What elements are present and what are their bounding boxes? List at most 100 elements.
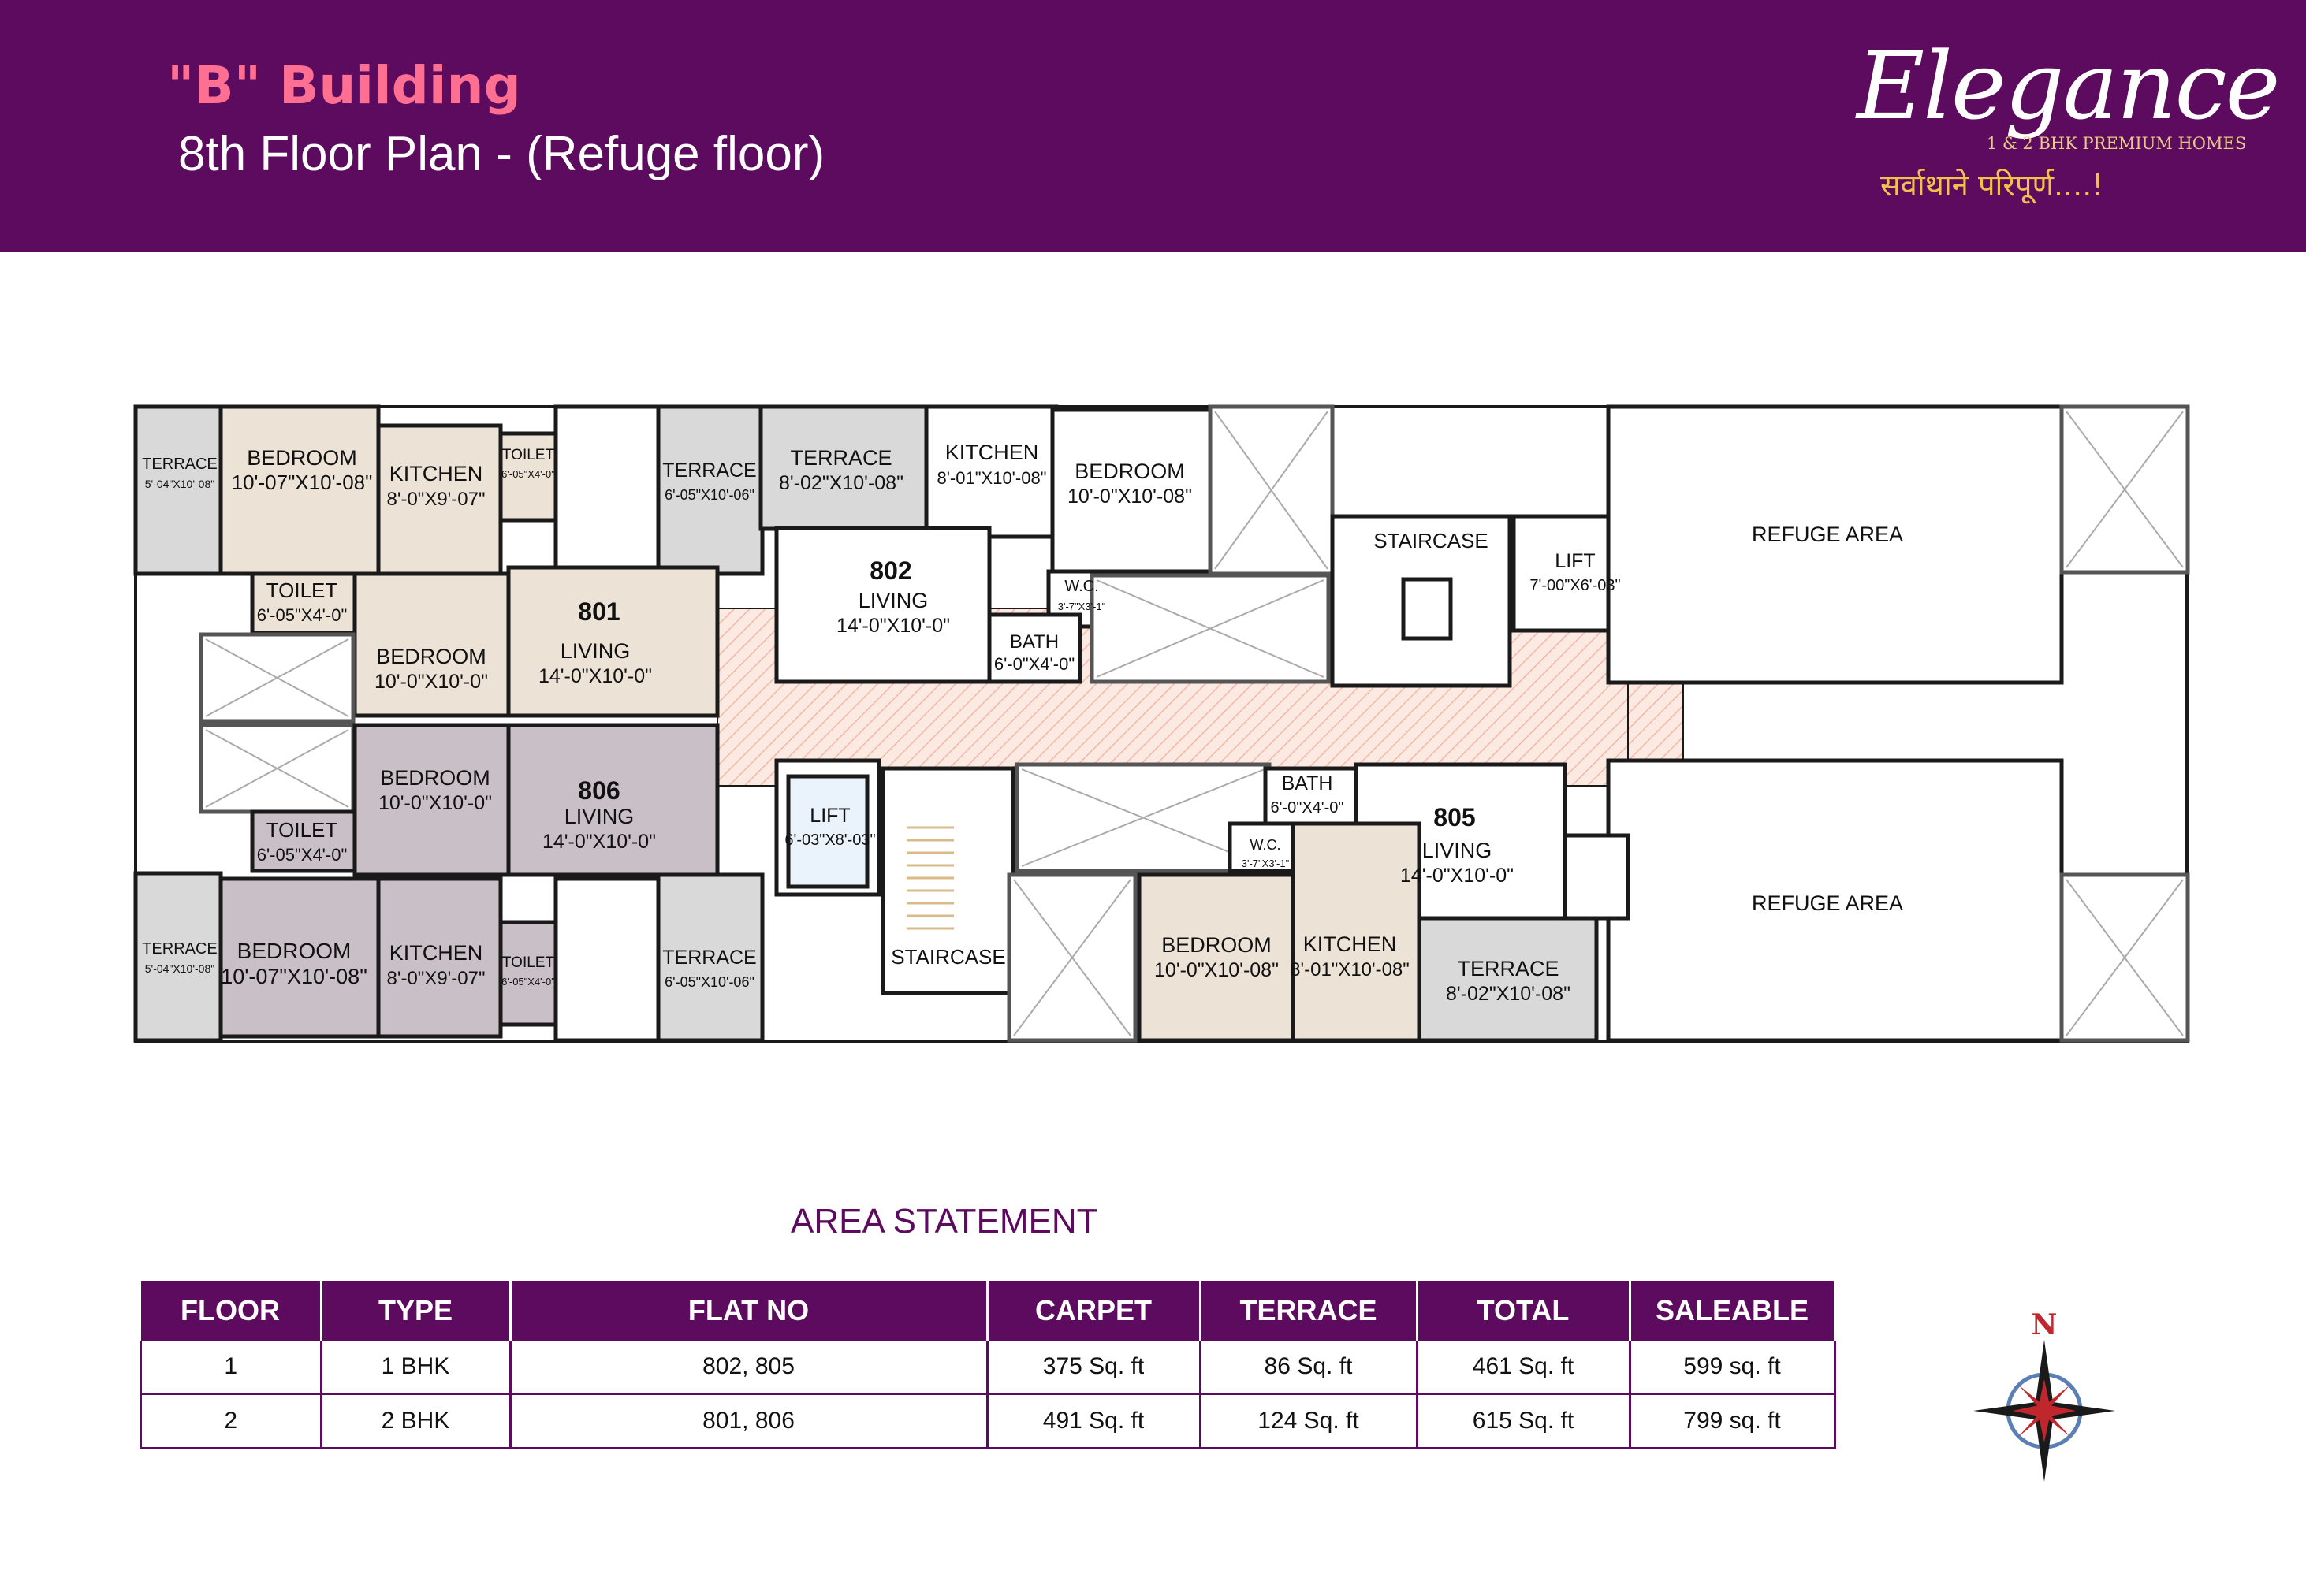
room-size-k806: 8'-0"X9'-07" bbox=[387, 968, 486, 989]
room-label-b802: BEDROOM bbox=[1075, 459, 1185, 483]
room-label-k805: KITCHEN bbox=[1303, 932, 1397, 956]
room-size-lift_bot: 6'-03"X8'-03" bbox=[784, 831, 875, 849]
room-label-t806: TERRACE bbox=[142, 940, 218, 958]
room-label-b801a: BEDROOM bbox=[247, 446, 357, 470]
toilet-806 bbox=[250, 809, 357, 873]
room-label-l806: LIVING bbox=[564, 805, 635, 828]
room-label-k802: KITCHEN bbox=[945, 441, 1039, 464]
room-label-l805: LIVING bbox=[1422, 839, 1492, 862]
room-size-tl801: 6'-05"X4'-0" bbox=[257, 605, 348, 625]
lift-bottom-car bbox=[786, 774, 870, 889]
compass-north-label: N bbox=[2032, 1308, 2058, 1341]
header-banner bbox=[0, 0, 2306, 252]
wc-805 bbox=[1228, 821, 1295, 873]
room-size-lift_top: 7'-00"X6'-03" bbox=[1529, 577, 1620, 594]
room-size-t801b: 6'-05"X10'-06" bbox=[665, 487, 754, 503]
table-row: 1 1 BHK 802, 805 375 Sq. ft 86 Sq. ft 46… bbox=[140, 1341, 1836, 1395]
floor-plan-title: 8th Floor Plan - (Refuge floor) bbox=[178, 127, 825, 181]
flat-number-f802: 802 bbox=[870, 556, 911, 585]
room-label-lift_bot: LIFT bbox=[810, 805, 850, 827]
cell-carpet: 491 Sq. ft bbox=[987, 1393, 1201, 1449]
column-header-terrace: TERRACE bbox=[1200, 1281, 1418, 1341]
shaft-805 bbox=[1563, 833, 1630, 921]
room-label-ts801: TOILET bbox=[502, 447, 555, 463]
room-size-l801: 14'-0"X10'-0" bbox=[538, 665, 652, 687]
room-label-b806b: BEDROOM bbox=[237, 939, 352, 963]
staircase-top-well bbox=[1401, 577, 1453, 641]
column-header-total: TOTAL bbox=[1417, 1281, 1631, 1341]
room-size-k801: 8'-0"X9'-07" bbox=[387, 489, 486, 510]
bedroom-805 bbox=[1137, 872, 1295, 1043]
room-size-wc805: 3'-7"X3'-1" bbox=[1242, 858, 1290, 869]
room-label-ba805: BATH bbox=[1282, 772, 1333, 794]
area-statement-table: FLOOR TYPE FLAT NO CARPET TERRACE TOTAL … bbox=[140, 1281, 1836, 1449]
room-size-k802: 8'-01"X10'-08" bbox=[937, 468, 1047, 488]
room-label-refuge_top: REFUGE AREA bbox=[1752, 523, 1903, 546]
cell-type: 1 BHK bbox=[321, 1341, 512, 1395]
room-size-t806b: 6'-05"X10'-06" bbox=[665, 974, 754, 990]
room-label-t802: TERRACE bbox=[790, 446, 892, 470]
terrace-801-west bbox=[133, 404, 223, 576]
room-label-b805: BEDROOM bbox=[1161, 933, 1272, 957]
flat-number-f806: 806 bbox=[578, 776, 620, 805]
bath-802 bbox=[987, 612, 1082, 684]
room-label-k806: KITCHEN bbox=[389, 941, 483, 965]
room-size-k805: 8'-01"X10'-08" bbox=[1290, 959, 1410, 980]
bath-805 bbox=[1263, 766, 1358, 826]
cell-flat-no: 802, 805 bbox=[510, 1341, 989, 1395]
compass-needle-north bbox=[2036, 1340, 2053, 1411]
column-header-flat-no: FLAT NO bbox=[510, 1281, 989, 1341]
staircase-bottom bbox=[881, 766, 1015, 995]
room-size-t805: 8'-02"X10'-08" bbox=[1446, 983, 1570, 1005]
cell-total: 615 Sq. ft bbox=[1417, 1393, 1631, 1449]
duct-806 bbox=[553, 876, 661, 1043]
room-size-tl806: 6'-05"X4'-0" bbox=[257, 845, 348, 865]
room-label-ba802: BATH bbox=[1010, 631, 1059, 653]
table-row: 2 2 BHK 801, 806 491 Sq. ft 124 Sq. ft 6… bbox=[140, 1393, 1836, 1449]
cell-flat-no: 801, 806 bbox=[510, 1393, 989, 1449]
duct-801 bbox=[553, 404, 661, 576]
room-size-ts801: 6'-05"X4'-0" bbox=[501, 468, 555, 480]
bedroom-806-a bbox=[352, 723, 511, 877]
room-size-t806: 5'-04"X10'-08" bbox=[145, 962, 214, 975]
room-label-wc802: W.C. bbox=[1064, 578, 1098, 595]
room-label-k801: KITCHEN bbox=[389, 462, 483, 485]
living-801 bbox=[506, 565, 720, 718]
terrace-802 bbox=[758, 404, 929, 531]
kitchen-805 bbox=[1291, 821, 1421, 1043]
room-size-b805: 10'-0"X10'-08" bbox=[1154, 959, 1279, 981]
room-label-t801b: TERRACE bbox=[662, 459, 756, 482]
room-size-l805: 14'-0"X10'-0" bbox=[1400, 865, 1514, 887]
terrace-805 bbox=[1417, 916, 1599, 1043]
flat-number-f801: 801 bbox=[578, 597, 620, 626]
room-label-tl806: TOILET bbox=[266, 818, 338, 842]
room-label-t806b: TERRACE bbox=[662, 947, 756, 969]
column-header-carpet: CARPET bbox=[987, 1281, 1201, 1341]
cell-total: 461 Sq. ft bbox=[1417, 1341, 1631, 1395]
room-label-b801b: BEDROOM bbox=[376, 645, 486, 668]
compass-needle-south bbox=[2036, 1411, 2053, 1482]
building-title: "B" Building bbox=[167, 55, 521, 116]
brand-logo-subtitle: 1 & 2 BHK PREMIUM HOMES bbox=[1987, 134, 2247, 153]
room-label-t801: TERRACE bbox=[142, 456, 218, 473]
room-label-st_top: STAIRCASE bbox=[1373, 529, 1488, 552]
room-label-lift_top: LIFT bbox=[1555, 550, 1595, 572]
room-label-tl801: TOILET bbox=[266, 579, 338, 602]
room-size-t802: 8'-02"X10'-08" bbox=[779, 472, 903, 494]
cell-terrace: 124 Sq. ft bbox=[1200, 1393, 1418, 1449]
living-806 bbox=[506, 723, 720, 877]
room-label-wc805: W.C. bbox=[1250, 837, 1281, 853]
cell-type: 2 BHK bbox=[321, 1393, 512, 1449]
cell-saleable: 799 sq. ft bbox=[1630, 1393, 1836, 1449]
room-size-b801b: 10'-0"X10'-0" bbox=[374, 671, 488, 693]
room-label-t805: TERRACE bbox=[1457, 957, 1559, 980]
column-header-floor: FLOOR bbox=[140, 1281, 322, 1341]
toilet-806-small bbox=[498, 920, 558, 1027]
brand-tagline: सर्वाथाने परिपूर्ण....! bbox=[1880, 168, 2104, 203]
room-label-st_bot: STAIRCASE bbox=[891, 945, 1005, 969]
room-size-ba805: 6'-0"X4'-0" bbox=[1271, 799, 1344, 817]
cell-floor: 1 bbox=[140, 1341, 322, 1395]
cell-saleable: 599 sq. ft bbox=[1630, 1341, 1836, 1395]
cell-floor: 2 bbox=[140, 1393, 322, 1449]
